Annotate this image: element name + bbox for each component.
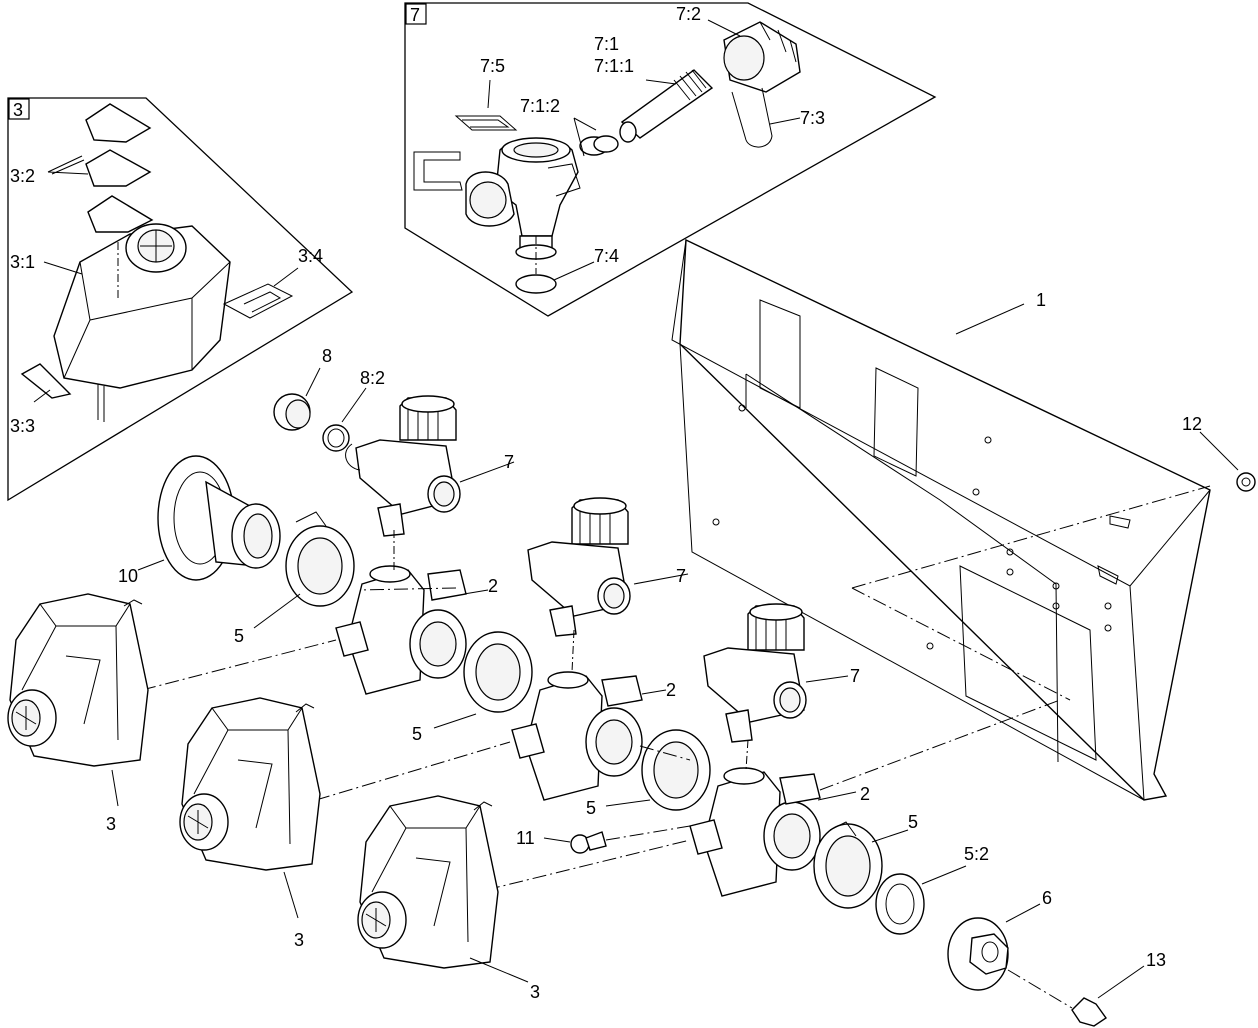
cover-3-a: 3: [7, 593, 149, 834]
gasket-3-3: [20, 363, 72, 399]
label-3-cover-a: 3: [106, 814, 116, 834]
inset-box-7-label: 7: [410, 5, 420, 25]
label-3-3: 3:3: [10, 416, 35, 436]
inset-box-3-label: 3: [13, 100, 23, 120]
label-3-cover-b: 3: [294, 930, 304, 950]
label-12: 12: [1182, 414, 1202, 434]
collar-5-upper: 5: [234, 511, 355, 646]
fitting-13: 13: [1007, 950, 1166, 1027]
label-7-valve-a: 7: [504, 452, 514, 472]
valve-7-left: 7: [345, 395, 515, 537]
knob-7-2: [723, 21, 801, 93]
collar-5-lower-a: 5: [586, 729, 711, 818]
u-clip-7-3: [731, 87, 773, 148]
screw-11: 11: [516, 825, 691, 854]
label-3-4: 3:4: [298, 246, 323, 266]
clip-3-4: [222, 283, 294, 319]
inset-box-3: 3 3:2 3:1 3:4 3:3: [7, 97, 354, 502]
label-7-4: 7:4: [594, 246, 619, 266]
label-5-c: 5: [586, 798, 596, 818]
gasket-3-2-c: [87, 195, 154, 233]
valve-body-2-mid: 2: [511, 629, 676, 801]
gasket-3-2-b: [85, 149, 152, 187]
label-3-1: 3:1: [10, 252, 35, 272]
valve-7-right: 7: [703, 603, 860, 743]
clip-7-5-upper: [454, 115, 518, 131]
inset-box-7-tag: [405, 3, 427, 25]
label-3-cover-c: 3: [530, 982, 540, 1002]
label-6: 6: [1042, 888, 1052, 908]
gasket-3-2-a: [85, 103, 152, 143]
label-8-2: 8:2: [360, 368, 385, 388]
label-2-a: 2: [488, 576, 498, 596]
adapter-10: 10: [118, 455, 281, 586]
collar-5-mid: 5: [412, 631, 533, 744]
inset-box-7: 7: [404, 2, 937, 317]
o-ring-7-4: [515, 274, 557, 294]
label-2-b: 2: [666, 680, 676, 700]
label-5-d: 5: [908, 812, 918, 832]
nut-12: 12: [1182, 414, 1256, 492]
plug-8: 8: [273, 346, 332, 431]
o-ring-8-2: 8:2: [322, 368, 385, 452]
o-ring-7-1-2-b: [593, 135, 619, 153]
stem-7-1: [619, 69, 714, 143]
label-11: 11: [516, 828, 535, 848]
label-7-3: 7:3: [800, 108, 825, 128]
mounting-panel-1: 1: [671, 238, 1211, 801]
label-7-valve-b: 7: [676, 566, 686, 586]
inset-box-3-tag: [8, 98, 30, 120]
label-7-2: 7:2: [676, 4, 701, 24]
clip-7-5-lower: [413, 151, 463, 191]
valve-body-7: [465, 137, 581, 260]
label-1: 1: [1036, 290, 1046, 310]
cover-3-b: 3: [179, 697, 321, 950]
label-7-1-2: 7:1:2: [520, 96, 560, 116]
label-7-5: 7:5: [480, 56, 505, 76]
cover-3-c: 3: [357, 795, 540, 1002]
label-5-2: 5:2: [964, 844, 989, 864]
valve-body-2-upper: 2: [335, 530, 498, 695]
label-5-b: 5: [412, 724, 422, 744]
label-2-c: 2: [860, 784, 870, 804]
valve-7-mid: 7: [527, 497, 689, 637]
label-13: 13: [1146, 950, 1166, 970]
collar-5-lower-b: 5: [813, 812, 918, 909]
label-10: 10: [118, 566, 138, 586]
label-3-2: 3:2: [10, 166, 35, 186]
cover-3-1: [53, 223, 231, 422]
nut-6: 6: [947, 888, 1052, 991]
label-7-valve-c: 7: [850, 666, 860, 686]
label-7-1-1: 7:1:1: [594, 56, 634, 76]
label-7-1: 7:1: [594, 34, 619, 54]
ring-5-2: 5:2: [875, 844, 989, 935]
valve-body-2-lower: 2: [689, 739, 870, 897]
label-8: 8: [322, 346, 332, 366]
label-5-a: 5: [234, 626, 244, 646]
